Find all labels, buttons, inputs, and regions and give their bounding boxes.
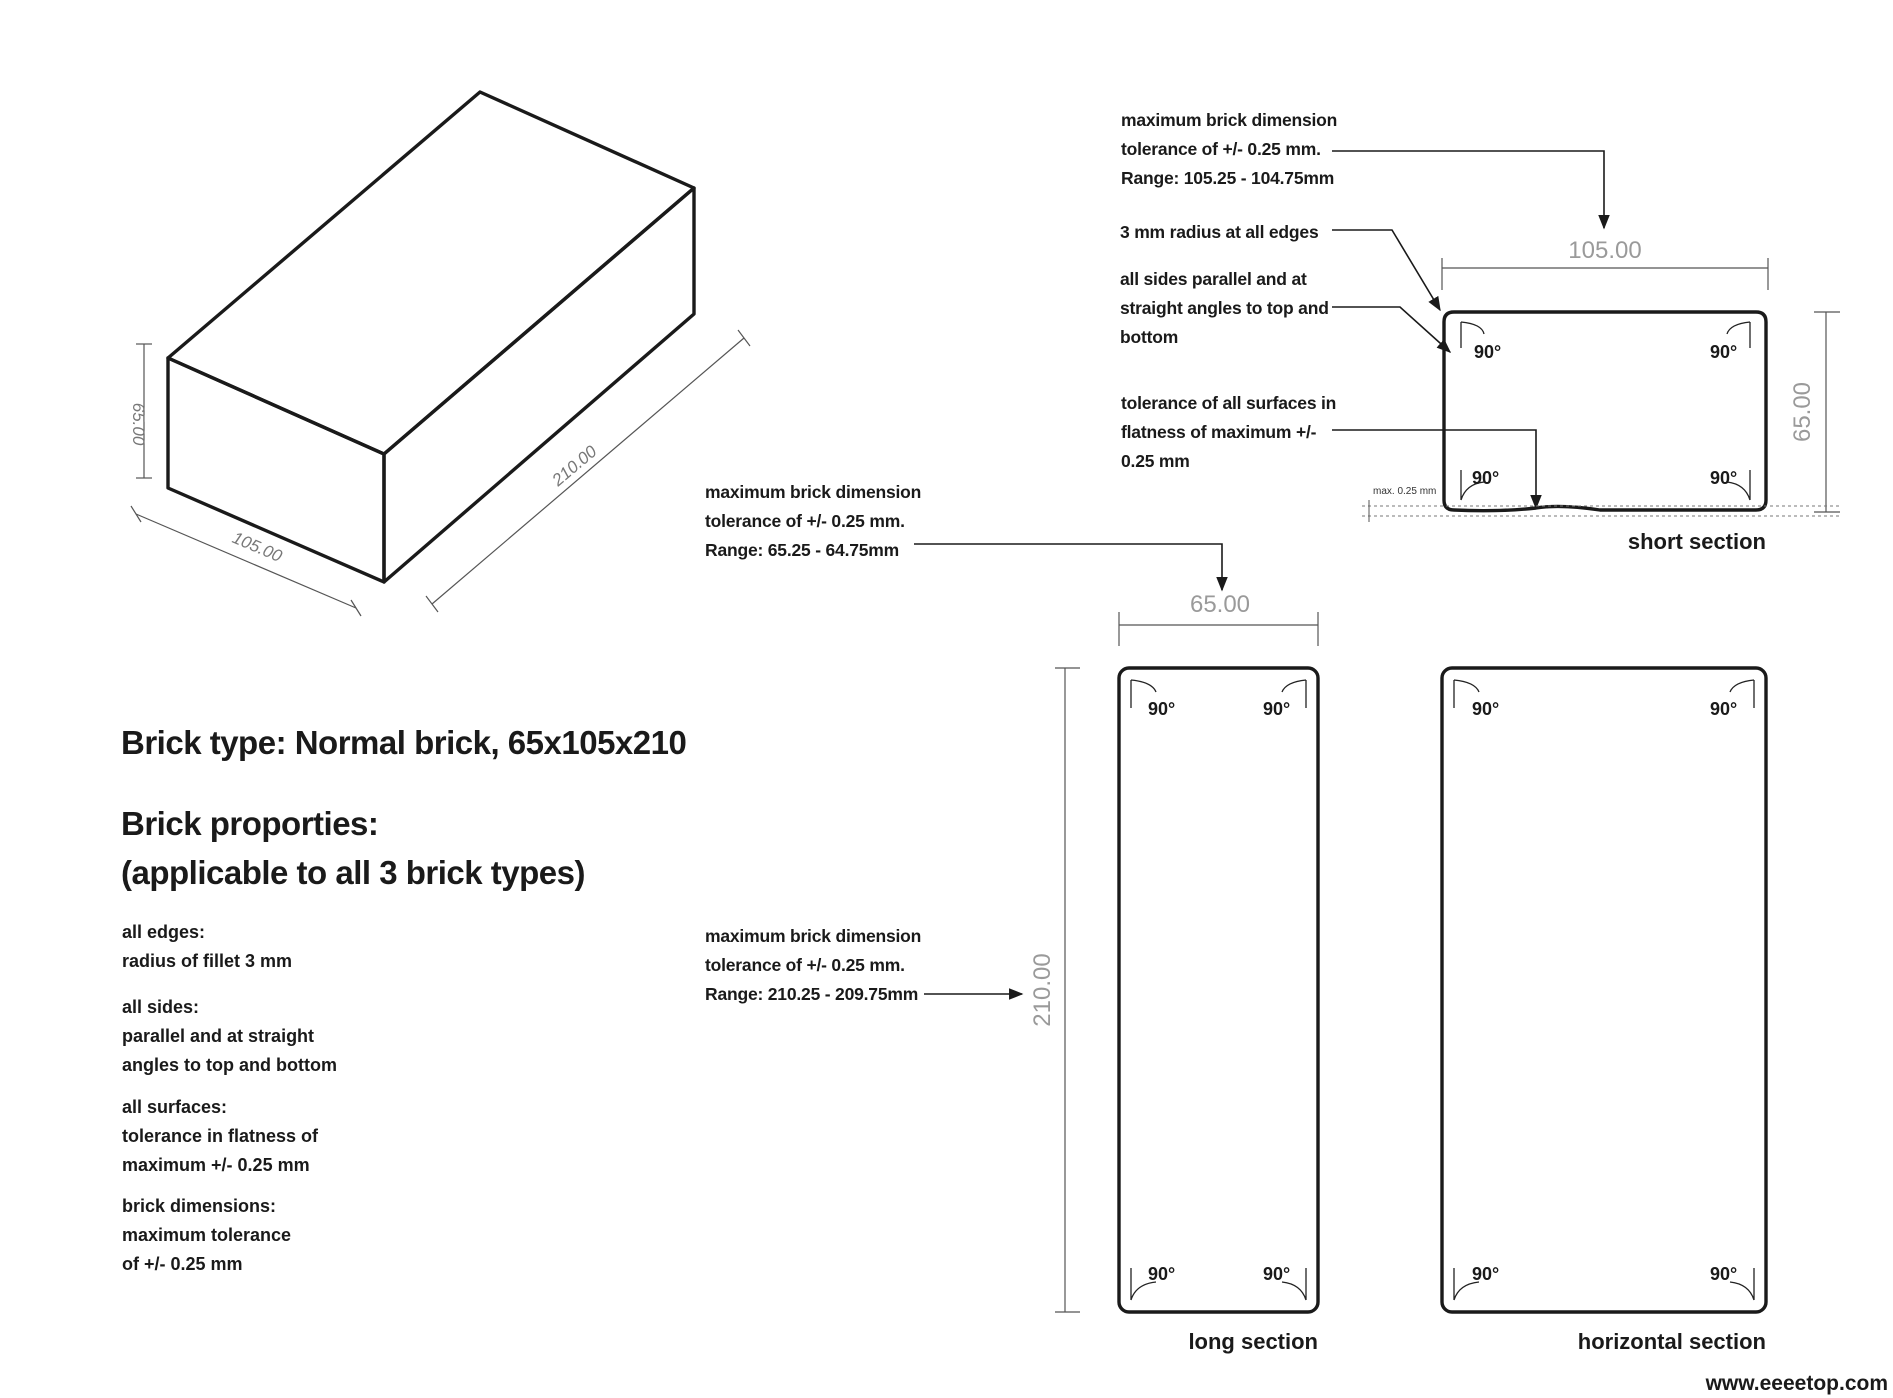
short-note-width-line: maximum brick dimension (1121, 110, 1337, 130)
short-section-outline (1442, 310, 1768, 513)
short-note-width-line: tolerance of +/- 0.25 mm. (1121, 139, 1321, 159)
angle-label: 90° (1263, 699, 1290, 719)
parallel-arrow (1332, 306, 1452, 353)
brick-description: Brick type: Normal brick, 65x105x210 Bri… (121, 724, 687, 1274)
properties-heading: Brick proporties: (121, 805, 378, 842)
horizontal-section-label: horizontal section (1578, 1329, 1766, 1354)
long-note-width-line: maximum brick dimension (705, 482, 921, 502)
short-note-parallel-line: bottom (1120, 327, 1178, 347)
short-width-arrow (1332, 150, 1610, 230)
angle-label: 90° (1472, 699, 1499, 719)
angle-label: 90° (1710, 342, 1737, 362)
short-note-parallel-line: all sides parallel and at (1120, 269, 1307, 289)
long-width-arrow (914, 543, 1228, 592)
short-note-radius: 3 mm radius at all edges (1120, 222, 1319, 242)
brick-top-face (166, 90, 696, 456)
brick-type-heading: Brick type: Normal brick, 65x105x210 (121, 724, 686, 761)
angle-label: 90° (1263, 1264, 1290, 1284)
angle-label: 90° (1148, 1264, 1175, 1284)
prop-edges-title: all edges: (122, 922, 205, 942)
angle-label: 90° (1148, 699, 1175, 719)
long-dim-width-label: 65.00 (1190, 591, 1250, 618)
iso-dim-height-label: 65.00 (129, 403, 148, 446)
angle-label: 90° (1710, 1264, 1737, 1284)
long-note-width-line: Range: 65.25 - 64.75mm (705, 540, 899, 560)
short-note-width-line: Range: 105.25 - 104.75mm (1121, 168, 1334, 188)
isometric-brick: 65.00 105.00 210.00 (129, 90, 751, 617)
flatness-arrow (1332, 429, 1542, 510)
short-section: maximum brick dimension tolerance of +/-… (1120, 110, 1840, 554)
long-section-label: long section (1188, 1329, 1318, 1354)
long-section-outline (1117, 666, 1320, 1314)
iso-dim-length: 210.00 (425, 329, 751, 613)
short-dim-width-label: 105.00 (1568, 237, 1641, 264)
prop-surfaces-line: maximum +/- 0.25 mm (122, 1155, 310, 1175)
horizontal-section-outline (1440, 666, 1768, 1314)
short-note-flatness-line: tolerance of all surfaces in (1121, 393, 1336, 413)
long-dim-height-label: 210.00 (1029, 953, 1056, 1026)
horizontal-section: 90° 90° 90° 90° horizontal section (1440, 666, 1768, 1354)
long-note-height-line: Range: 210.25 - 209.75mm (705, 984, 918, 1004)
prop-sides-line: angles to top and bottom (122, 1055, 337, 1075)
brick-side-face (382, 186, 696, 584)
short-dim-height-label: 65.00 (1789, 382, 1816, 442)
prop-dimensions-line: of +/- 0.25 mm (122, 1254, 243, 1274)
properties-subheading: (applicable to all 3 brick types) (121, 854, 585, 891)
watermark: www.eeeetop.com (1705, 1372, 1888, 1395)
short-section-label: short section (1628, 529, 1766, 554)
angle-label: 90° (1472, 468, 1499, 488)
radius-arrow (1332, 229, 1441, 312)
prop-sides-title: all sides: (122, 997, 199, 1017)
angle-label: 90° (1472, 1264, 1499, 1284)
angle-label: 90° (1474, 342, 1501, 362)
long-section: maximum brick dimension tolerance of +/-… (705, 482, 1320, 1354)
long-note-width-line: tolerance of +/- 0.25 mm. (705, 511, 905, 531)
prop-dimensions-title: brick dimensions: (122, 1196, 276, 1216)
angle-label: 90° (1710, 699, 1737, 719)
max-tolerance-label: max. 0.25 mm (1373, 486, 1436, 497)
prop-dimensions-line: maximum tolerance (122, 1225, 291, 1245)
long-note-height-line: tolerance of +/- 0.25 mm. (705, 955, 905, 975)
short-note-flatness-line: 0.25 mm (1121, 451, 1190, 471)
short-note-parallel-line: straight angles to top and (1120, 298, 1329, 318)
prop-edges-line: radius of fillet 3 mm (122, 951, 292, 971)
iso-dim-height: 65.00 (129, 343, 152, 479)
prop-sides-line: parallel and at straight (122, 1026, 314, 1046)
angle-label: 90° (1710, 468, 1737, 488)
prop-surfaces-title: all surfaces: (122, 1097, 227, 1117)
long-note-height-line: maximum brick dimension (705, 926, 921, 946)
short-note-flatness-line: flatness of maximum +/- (1121, 422, 1317, 442)
prop-surfaces-line: tolerance in flatness of (122, 1126, 319, 1146)
